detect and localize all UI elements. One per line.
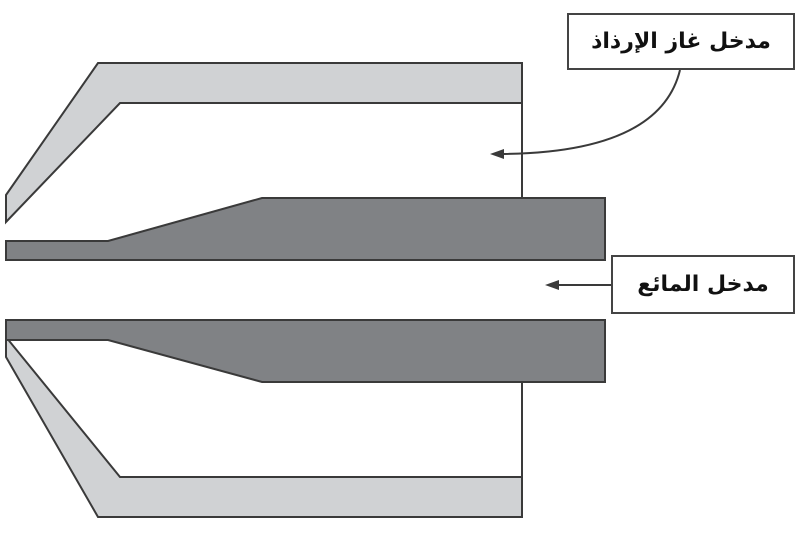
liquid-inlet-label: مدخل المائع xyxy=(611,255,795,314)
liquid-tube-upper-wall xyxy=(5,197,606,261)
gas-inlet-arrowhead xyxy=(490,149,504,159)
gas-inlet-leader-line xyxy=(503,69,681,155)
gas-inlet-label: مدخل غاز الإرذاذ xyxy=(567,13,795,70)
liquid-inlet-arrowhead xyxy=(545,280,559,290)
liquid-tube-lower-wall xyxy=(5,319,606,383)
